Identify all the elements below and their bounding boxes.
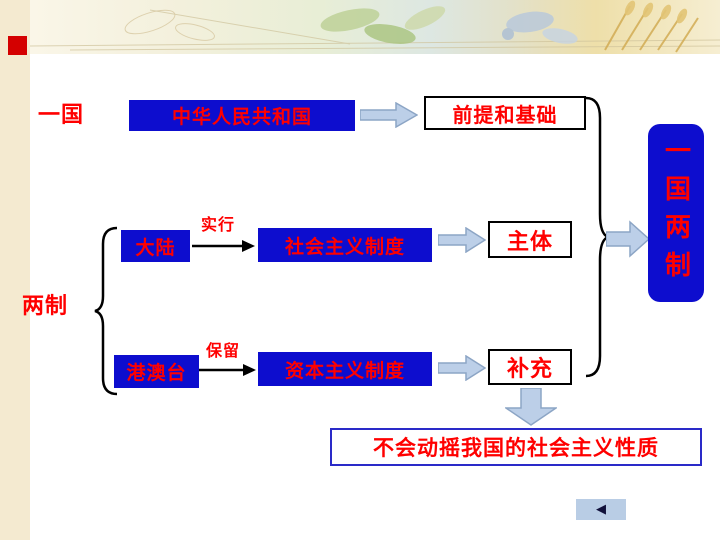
ogts-vertical-text: 一国两制 (660, 137, 691, 289)
decorative-banner (30, 0, 720, 54)
box-premise: 前提和基础 (424, 96, 586, 130)
label-one-country: 一国 (38, 103, 85, 128)
left-beige-strip (0, 0, 30, 540)
box-hk-macau-taiwan: 港澳台 (114, 355, 199, 388)
label-retain: 保留 (206, 341, 241, 360)
back-button[interactable]: ◀ (576, 499, 626, 520)
left-brace-icon (94, 226, 118, 396)
arrow-brace-to-ogts-icon (606, 220, 650, 258)
box-main-body: 主体 (488, 221, 572, 258)
box-conclusion: 不会动摇我国的社会主义性质 (330, 428, 702, 466)
box-mainland: 大陆 (121, 230, 190, 262)
arrow-prc-to-premise-icon (360, 102, 418, 128)
arrow-supplement-down-icon (505, 388, 557, 426)
red-square-marker (8, 36, 27, 55)
arrow-hkmt-to-capitalism-icon (199, 364, 256, 376)
box-socialist-system: 社会主义制度 (258, 228, 432, 262)
label-practice: 实行 (201, 215, 236, 234)
box-one-country-two-systems: 一国两制 (648, 124, 704, 302)
banner-art-icon (30, 0, 720, 53)
label-two-systems: 两制 (22, 294, 69, 319)
box-supplement: 补充 (488, 349, 572, 385)
box-prc: 中华人民共和国 (129, 100, 355, 131)
arrow-socialism-to-mainbody-icon (438, 227, 486, 253)
box-capitalist-system: 资本主义制度 (258, 352, 432, 386)
arrow-mainland-to-socialism-icon (192, 240, 255, 252)
back-icon: ◀ (596, 502, 606, 517)
arrow-capitalism-to-supplement-icon (438, 355, 486, 381)
